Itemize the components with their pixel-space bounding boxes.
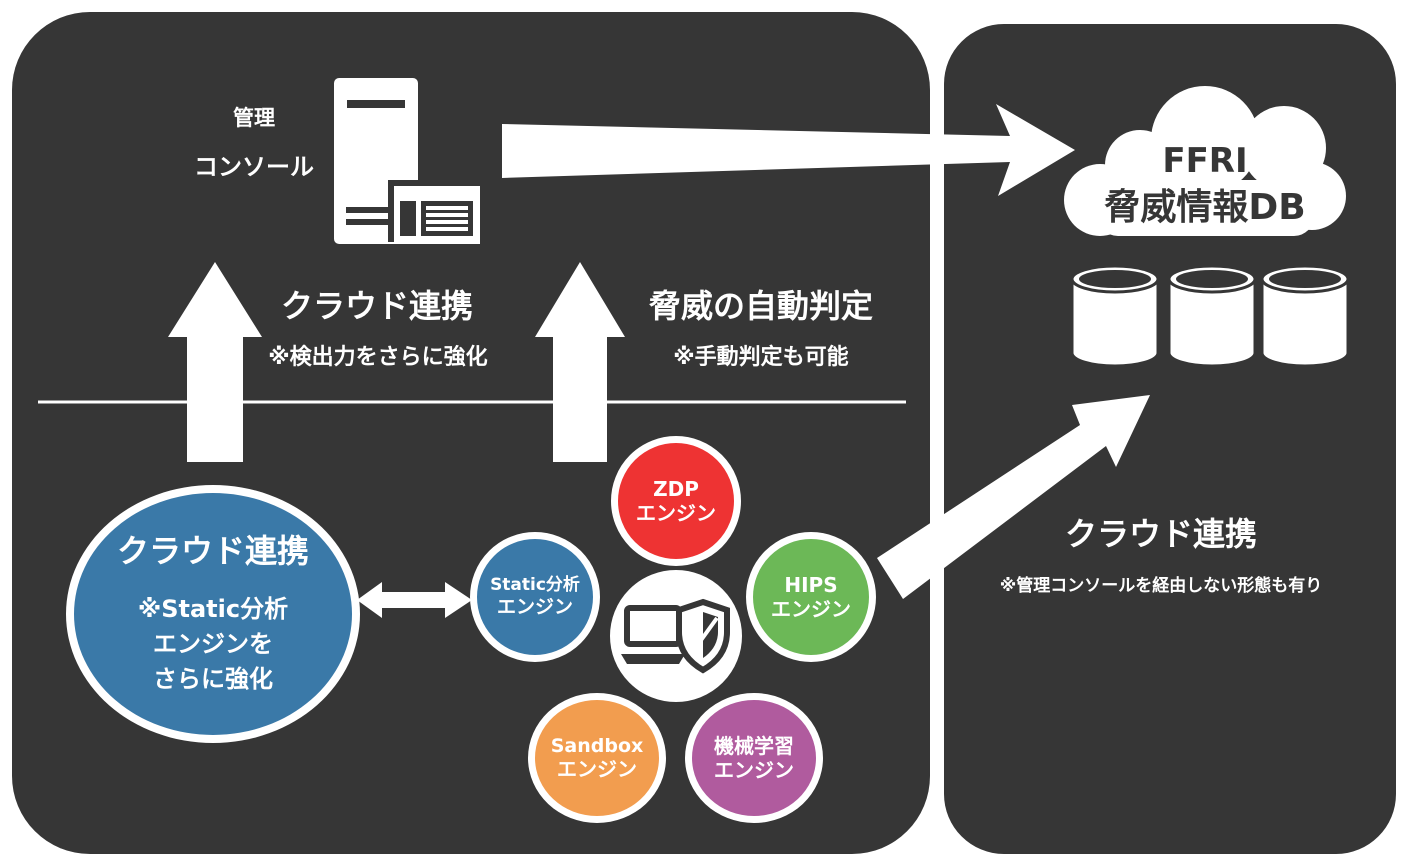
cloud-circle-title: クラウド連携 xyxy=(116,531,309,570)
console-label-line1: 管理 xyxy=(233,106,275,130)
sandbox-engine-label: Sandbox xyxy=(550,734,644,757)
cloud-link-note: ※検出力をさらに強化 xyxy=(268,345,488,370)
double-arrow xyxy=(357,582,472,618)
static-engine-sublabel: エンジン xyxy=(496,595,573,618)
ml-engine-circle: 機械学習 エンジン xyxy=(685,693,823,823)
ml-engine-sublabel: エンジン xyxy=(714,758,794,782)
cloud-link-circle: クラウド連携 ※Static分析 エンジンを さらに強化 xyxy=(66,485,360,743)
hips-engine-circle: HIPS エンジン xyxy=(746,532,876,662)
static-engine-label: Static分析 xyxy=(490,575,580,596)
db-label-line1: FFRI xyxy=(1162,141,1248,181)
pc-shield-icon xyxy=(621,598,730,674)
database-icon xyxy=(1167,264,1257,368)
hips-engine-label: HIPS xyxy=(784,573,838,597)
diagonal-arrow-to-db xyxy=(877,395,1150,599)
zdp-engine-label: ZDP xyxy=(653,477,699,501)
database-icon xyxy=(1260,264,1350,368)
cloud-circle-note-line1: ※Static分析 xyxy=(137,595,289,623)
pc-shield-circle xyxy=(607,567,745,705)
zdp-engine-sublabel: エンジン xyxy=(636,501,716,525)
right-arrow-to-db xyxy=(502,104,1075,196)
up-arrow-auto-judge xyxy=(535,262,625,462)
cloud-circle-note-line2: エンジンを xyxy=(153,629,273,658)
cloud-circle-note-line3: さらに強化 xyxy=(153,664,273,693)
up-arrow-cloud-link xyxy=(168,262,262,462)
console-label-line2: コンソール xyxy=(194,153,314,181)
hips-engine-sublabel: エンジン xyxy=(771,597,851,621)
server-console-icon xyxy=(334,78,480,244)
zdp-engine-circle: ZDP エンジン xyxy=(611,436,741,566)
cloud-link-title: クラウド連携 xyxy=(280,287,473,325)
ml-engine-label: 機械学習 xyxy=(714,734,794,758)
cloud-icon xyxy=(1064,86,1346,236)
right-cloud-link-note: ※管理コンソールを経由しない形態も有り xyxy=(999,576,1323,596)
sandbox-engine-sublabel: エンジン xyxy=(557,757,637,782)
database-icon xyxy=(1070,264,1160,368)
auto-judge-note: ※手動判定も可能 xyxy=(673,345,849,370)
auto-judge-title: 脅威の自動判定 xyxy=(648,287,873,325)
right-cloud-link-title: クラウド連携 xyxy=(1064,515,1257,553)
static-engine-circle: Static分析 エンジン xyxy=(470,532,600,662)
sandbox-engine-circle: Sandbox エンジン xyxy=(528,693,666,823)
db-label-line2: 脅威情報DB xyxy=(1104,187,1306,228)
